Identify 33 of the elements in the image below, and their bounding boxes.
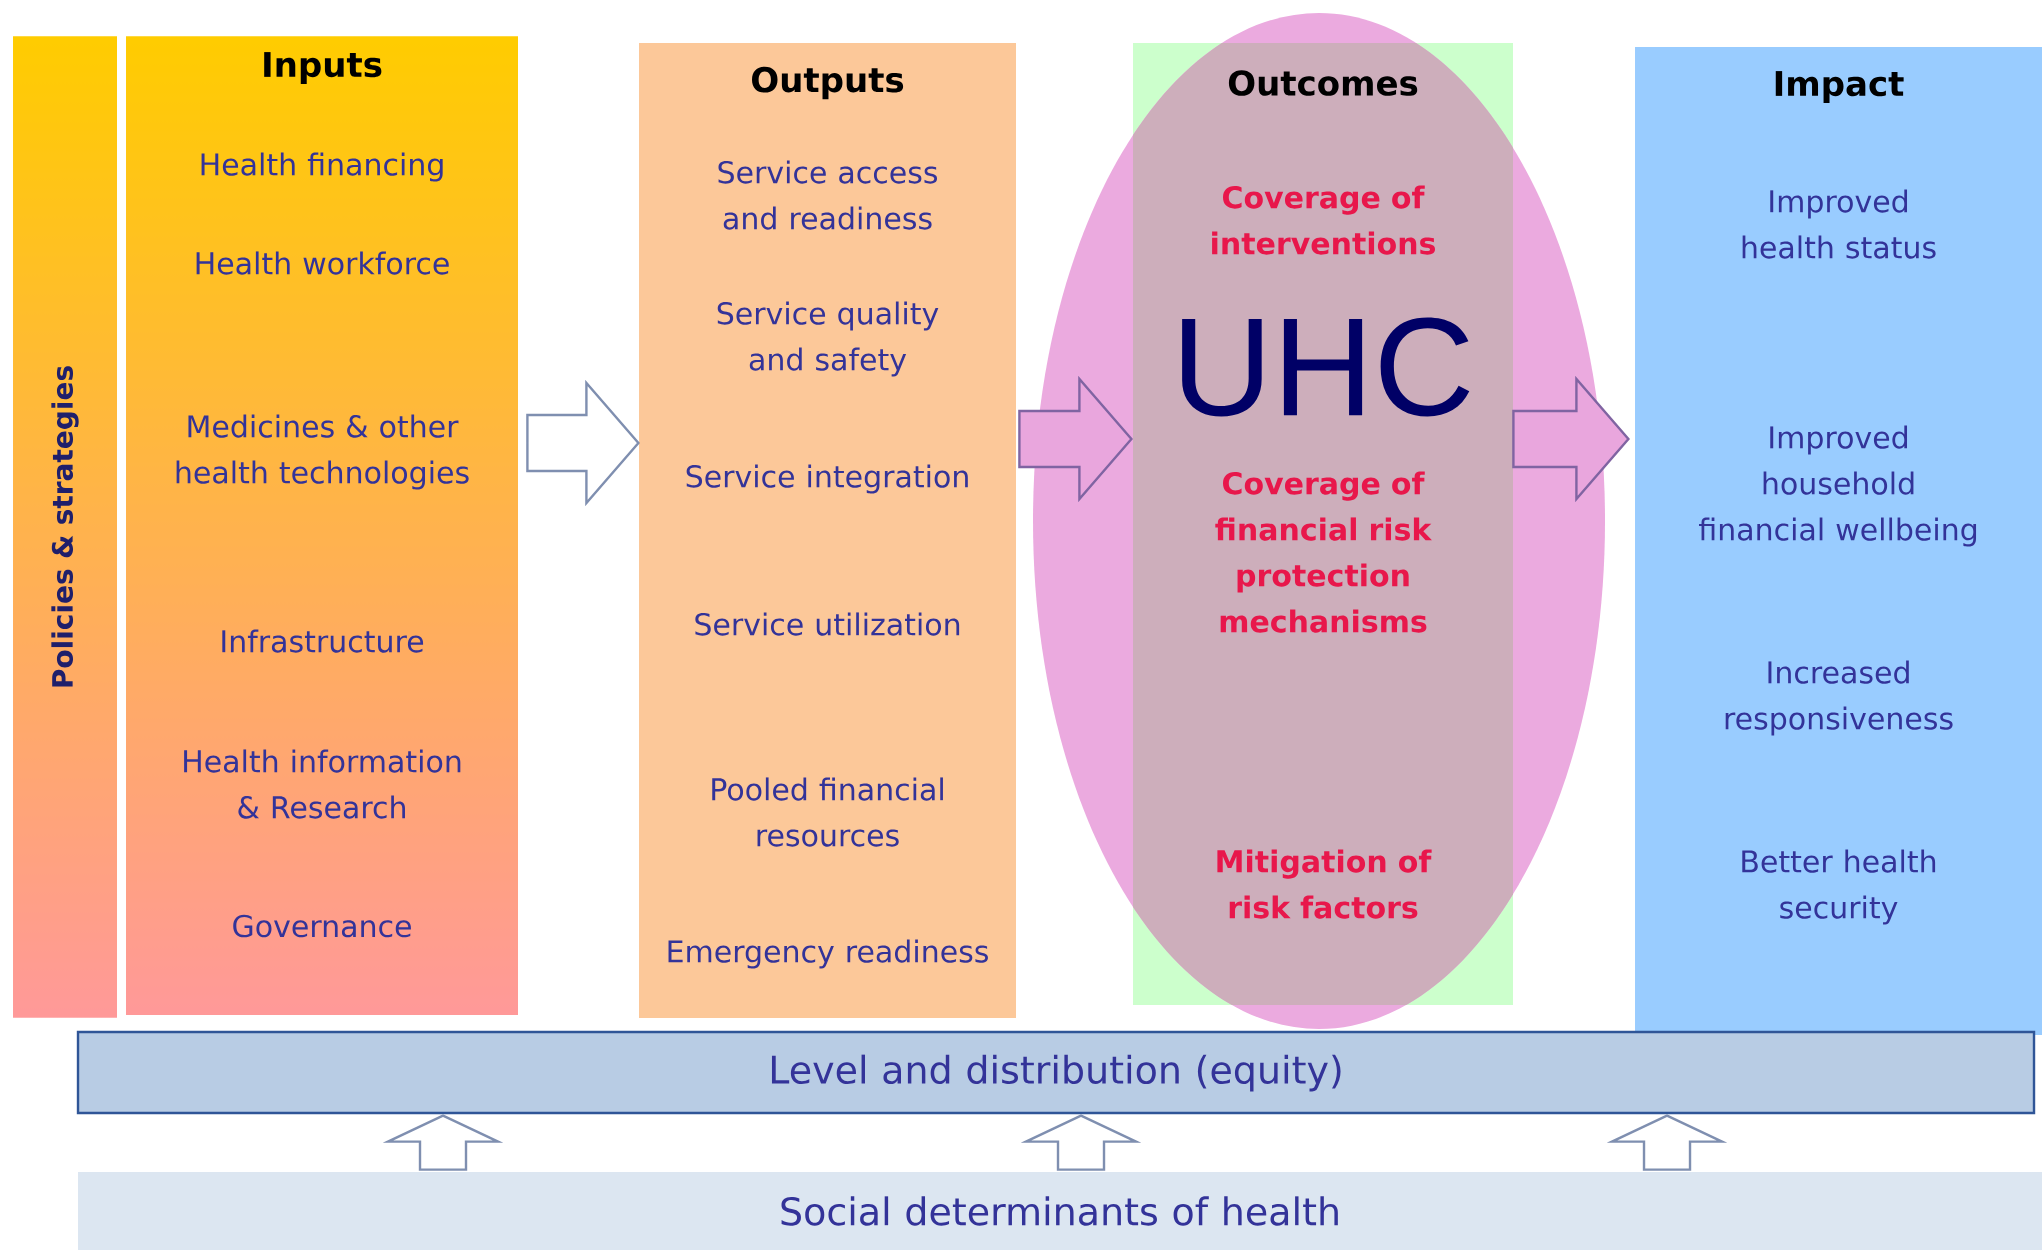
list-item: Health workforce (196, 251, 449, 275)
list-item: Service utilization (695, 612, 960, 636)
uhc-label: UHC (1182, 317, 1470, 417)
block-arrow (382, 1114, 504, 1171)
list-item: Infrastructure (222, 629, 424, 653)
band-label: Policies & strategies (51, 366, 79, 687)
column-heading: Inputs (264, 52, 382, 84)
list-item: Better health security (1742, 849, 1936, 925)
outcome-item: Coverage of financial risk protection mechanisms (1215, 471, 1432, 633)
list-item: Increased responsiveness (1725, 660, 1953, 736)
list-item: Health financing (201, 152, 443, 182)
list-item: Improved household financial wellbeing (1699, 425, 1977, 547)
list-item: Health information & Research (184, 749, 461, 819)
outcome-item: Mitigation of risk factors (1217, 849, 1432, 919)
column-heading: Outputs (752, 66, 904, 100)
list-item: Pooled financial resources (712, 777, 943, 847)
list-item: Service access and readiness (718, 160, 937, 230)
band-label: Social determinants of health (781, 1196, 1338, 1226)
block-arrow (1606, 1114, 1728, 1171)
outcome-item: Coverage of interventions (1212, 185, 1435, 255)
list-item: Governance (233, 914, 411, 938)
block-arrow (1512, 375, 1630, 503)
band-label: Level and distribution (equity) (771, 1054, 1341, 1092)
list-item: Improved health status (1742, 189, 1936, 259)
column-heading: Outcomes (1228, 70, 1418, 96)
block-arrow (526, 379, 640, 507)
list-item: Service integration (686, 464, 968, 494)
list-item: Medicines & other health technologies (176, 414, 469, 490)
column-heading: Impact (1775, 71, 1904, 103)
list-item: Service quality and safety (717, 301, 939, 377)
block-arrow (1018, 375, 1133, 503)
list-item: Emergency readiness (668, 939, 988, 969)
block-arrow (1020, 1114, 1142, 1171)
